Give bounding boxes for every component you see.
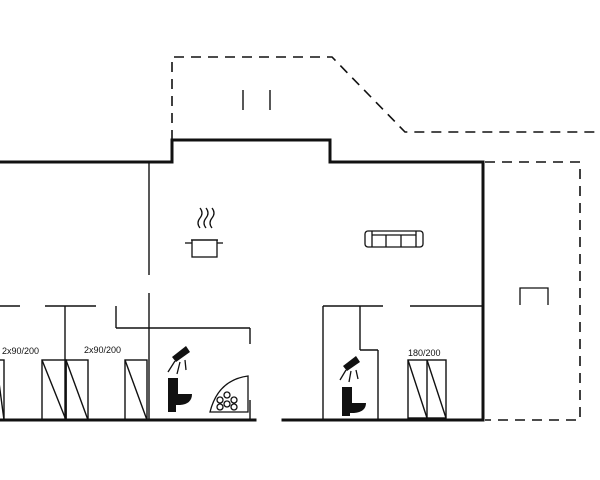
- shower-icon-2: [339, 356, 360, 383]
- shower-icon: [167, 346, 190, 375]
- cooking-pot-icon: [185, 207, 223, 258]
- bed-room-right: [407, 359, 447, 419]
- beds-room-left: [0, 359, 89, 421]
- whirlpool-tub-icon: [209, 375, 249, 413]
- terrace-outline: [171, 56, 600, 421]
- toilet-icon-2: [342, 387, 366, 416]
- interior-walls: [0, 162, 483, 420]
- sofa-icon: [364, 230, 424, 248]
- beds-room-middle: [124, 359, 148, 421]
- bed-label-left: 2x90/200: [2, 346, 39, 356]
- chair-icon: [519, 287, 549, 305]
- window-marks: [242, 90, 271, 110]
- toilet-icon: [168, 378, 192, 412]
- bed-label-right: 180/200: [408, 348, 441, 358]
- bed-label-middle: 2x90/200: [84, 345, 121, 355]
